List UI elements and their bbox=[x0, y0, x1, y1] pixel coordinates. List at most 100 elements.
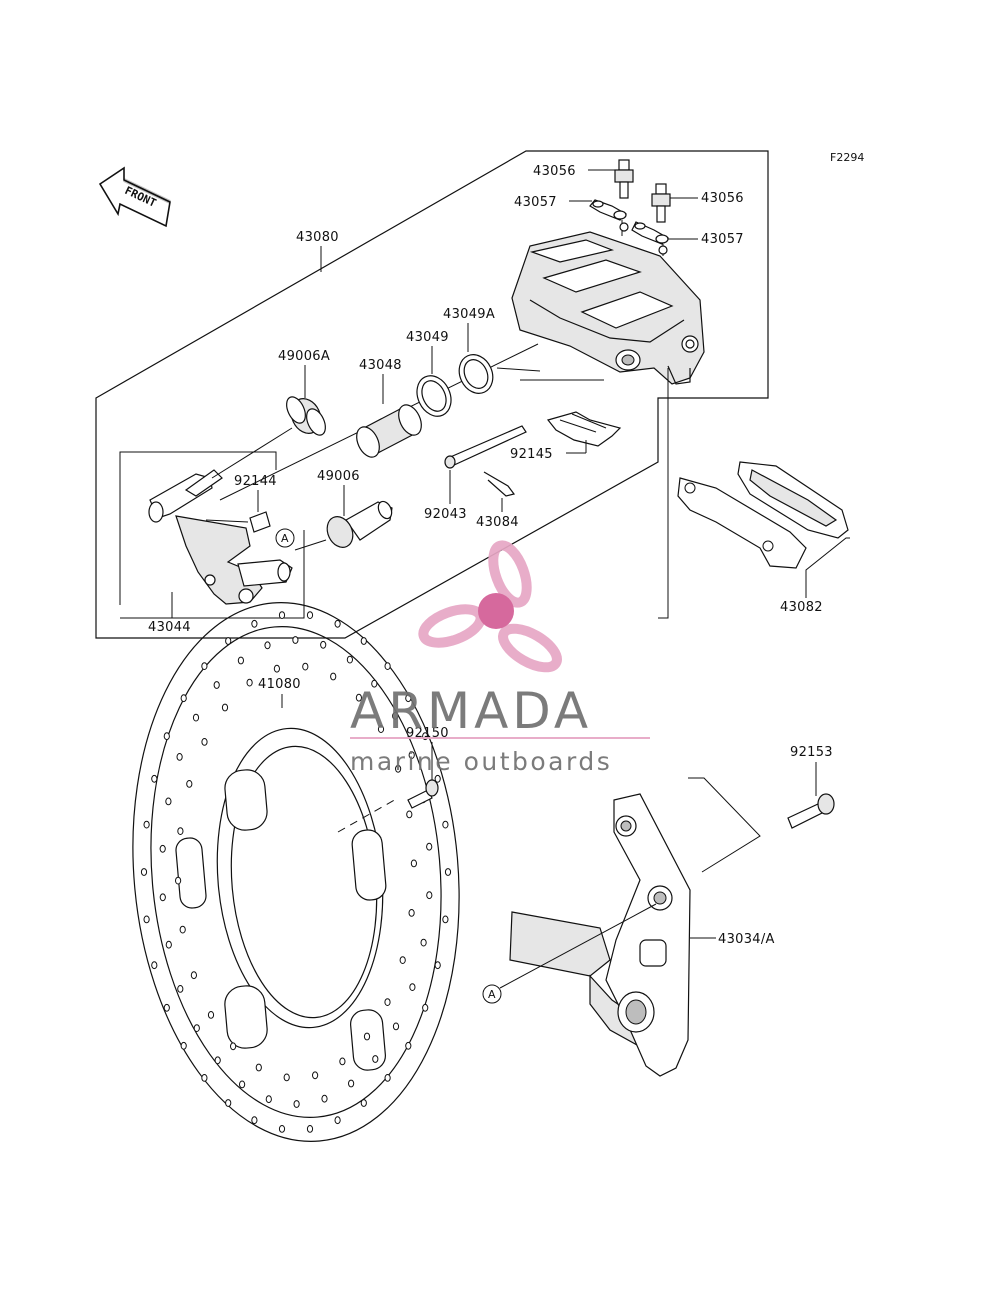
disc-hole bbox=[143, 915, 150, 924]
disc-hole bbox=[384, 662, 391, 670]
brake-pad-front bbox=[677, 477, 807, 569]
label-43056-left: 43056 bbox=[533, 164, 576, 179]
disc-hole bbox=[320, 640, 327, 649]
boot-axis-line bbox=[294, 539, 327, 551]
disc-hole bbox=[177, 985, 184, 993]
disc-hole bbox=[442, 820, 449, 829]
disc-hole bbox=[395, 764, 402, 773]
reference-a-bottom-label: A bbox=[488, 988, 496, 1001]
disc-hole bbox=[444, 868, 452, 876]
brake-pad-back bbox=[737, 461, 849, 539]
disc-hole bbox=[201, 1074, 208, 1082]
clip-92144 bbox=[249, 511, 271, 533]
disc-hole bbox=[159, 893, 166, 902]
reference-a-line bbox=[499, 903, 657, 989]
disc-hole bbox=[306, 1125, 314, 1133]
label-43057-right: 43057 bbox=[701, 232, 744, 247]
disc-hole bbox=[165, 797, 172, 806]
disc-hole bbox=[159, 844, 166, 853]
front-arrow-icon: FRONT bbox=[98, 166, 171, 228]
disc-holes bbox=[140, 611, 452, 1133]
disc-hole bbox=[179, 925, 186, 934]
watermark-subtitle: marine outboards bbox=[350, 747, 612, 776]
disc-hole bbox=[251, 1116, 258, 1125]
disc-hole bbox=[213, 681, 220, 689]
disc-hole bbox=[201, 738, 208, 746]
label-43057-left: 43057 bbox=[514, 195, 557, 210]
disc-hole bbox=[237, 656, 244, 665]
caliper-assembly-outline bbox=[95, 150, 769, 639]
caliper-bracket-43044 bbox=[148, 469, 293, 605]
disc-hole bbox=[255, 1063, 262, 1072]
disc-hole bbox=[426, 891, 433, 900]
reference-mark-a-top: A bbox=[275, 528, 295, 548]
label-92145: 92145 bbox=[510, 447, 553, 462]
pads-group-outline bbox=[658, 368, 669, 619]
disc-hole bbox=[408, 909, 415, 917]
disc-hole bbox=[207, 1011, 215, 1019]
bleeder-valve-right bbox=[651, 183, 671, 223]
reference-mark-a-bottom: A bbox=[482, 984, 502, 1004]
disc-hole bbox=[193, 1024, 200, 1032]
disc-hole bbox=[175, 876, 182, 885]
spring-clip-43084 bbox=[483, 471, 516, 497]
disc-hole bbox=[163, 1003, 170, 1012]
disc-hole bbox=[330, 672, 337, 681]
leader-43082 bbox=[805, 537, 850, 598]
disc-hole bbox=[355, 693, 362, 702]
disc-hole bbox=[246, 678, 253, 687]
disc-hole bbox=[278, 1125, 286, 1133]
caliper-body bbox=[511, 222, 705, 385]
disc-hole bbox=[420, 938, 427, 947]
disc-hole bbox=[306, 611, 314, 619]
propeller-blade-top bbox=[488, 540, 532, 608]
figure-code: F2294 bbox=[830, 151, 864, 164]
disc-hole bbox=[151, 961, 158, 970]
disc-hole bbox=[377, 725, 385, 733]
piston-43048 bbox=[356, 404, 422, 458]
disc-hole bbox=[265, 1095, 272, 1104]
label-41080: 41080 bbox=[258, 677, 301, 692]
disc-hole bbox=[293, 1100, 300, 1108]
disc-hole bbox=[143, 820, 150, 829]
reference-a-top-label: A bbox=[281, 532, 289, 545]
cap-left bbox=[589, 199, 627, 221]
watermark-title: ARMADA bbox=[350, 682, 592, 740]
disc-hole bbox=[392, 1022, 400, 1031]
caliper-edge-line bbox=[496, 367, 541, 372]
disc-hole bbox=[292, 636, 299, 644]
seal-43049 bbox=[416, 375, 452, 417]
disc-hole bbox=[334, 619, 341, 628]
label-92153: 92153 bbox=[790, 745, 833, 760]
boot-49006a bbox=[286, 396, 326, 436]
disc-hole bbox=[334, 1116, 341, 1125]
disc-hole bbox=[339, 1057, 346, 1066]
label-43080: 43080 bbox=[296, 230, 339, 245]
disc-hole bbox=[177, 827, 184, 835]
label-43034: 43034/A bbox=[718, 932, 775, 947]
disc-hole bbox=[422, 1003, 429, 1012]
label-43056-right: 43056 bbox=[701, 191, 744, 206]
cap-right bbox=[631, 221, 669, 245]
disc-hole bbox=[225, 637, 232, 645]
disc-hole bbox=[371, 679, 378, 688]
caliper-mount-43034 bbox=[509, 793, 691, 1077]
disc-hole bbox=[442, 915, 449, 924]
bleeder-valve-left bbox=[614, 159, 634, 199]
pin-92043 bbox=[444, 425, 527, 469]
disc-hole bbox=[214, 1056, 221, 1065]
disc-hole bbox=[348, 1079, 355, 1088]
disc-hole bbox=[186, 780, 193, 788]
disc-hole bbox=[434, 774, 441, 783]
label-43084: 43084 bbox=[476, 515, 519, 530]
label-49006a: 49006A bbox=[278, 349, 330, 364]
armada-logo: ARMADA marine outboards bbox=[350, 540, 650, 776]
disc-hole bbox=[273, 664, 280, 673]
disc-hole bbox=[405, 1041, 412, 1050]
label-92043: 92043 bbox=[424, 507, 467, 522]
disc-hole bbox=[434, 961, 441, 970]
disc-hole bbox=[239, 1080, 246, 1089]
bolt-92153 bbox=[787, 793, 835, 829]
disc-hole bbox=[140, 868, 148, 876]
